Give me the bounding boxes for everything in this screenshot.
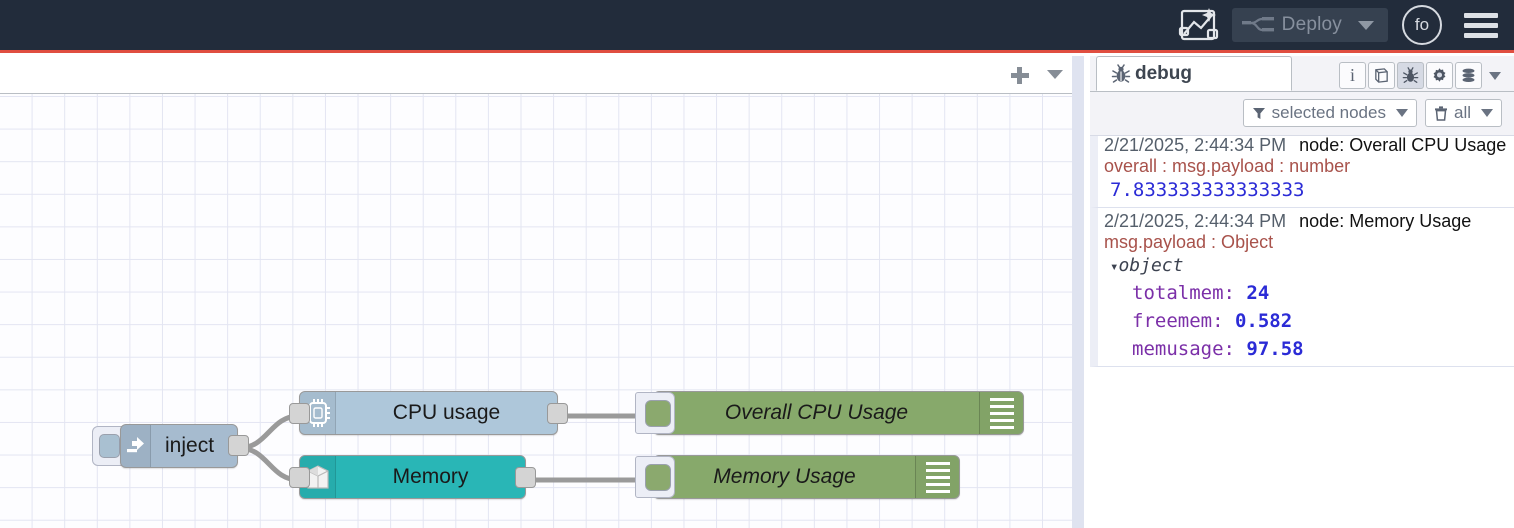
flow-canvas[interactable]: inject (0, 94, 1072, 528)
deploy-label: Deploy (1281, 14, 1342, 35)
debug-lines-icon (979, 392, 1023, 434)
node-output-port[interactable] (228, 435, 249, 456)
chevron-down-icon (1047, 70, 1063, 79)
node-label: Memory (392, 465, 469, 488)
flow-ai-button[interactable] (1174, 6, 1222, 44)
debug-object-property: totalmem: 24 (1132, 282, 1270, 305)
flow-ai-icon (1178, 8, 1218, 41)
node-input-port[interactable] (289, 467, 310, 488)
debug-property-value: 0.582 (1234, 310, 1293, 333)
flow-tab-menu-button[interactable] (1040, 60, 1070, 90)
flow-tab-bar (0, 56, 1084, 94)
chevron-down-icon (1489, 71, 1501, 80)
node-label: Memory Usage (713, 465, 856, 488)
node-output-port[interactable] (547, 403, 568, 424)
add-flow-tab-button[interactable] (1002, 60, 1036, 90)
caret-down-icon: ▾ (1110, 259, 1119, 276)
chevron-down-icon (1481, 109, 1493, 117)
node-input-port[interactable] (289, 403, 310, 424)
debug-node-filter-select[interactable]: selected nodes (1242, 99, 1417, 127)
node-output-port[interactable] (515, 467, 536, 488)
chevron-down-icon[interactable] (1358, 20, 1374, 30)
debug-message-node: node: Overall CPU Usage (1299, 135, 1507, 155)
debug-lines-icon (915, 456, 959, 498)
debug-property-key: totalmem (1132, 282, 1224, 305)
debug-message-list[interactable]: 2/21/2025, 2:44:34 PM node: Overall CPU … (1090, 135, 1514, 528)
debug-clear-label: all (1453, 103, 1471, 122)
debug-property-key: memusage (1132, 338, 1224, 361)
debug-filter-bar: selected nodes all (1090, 92, 1514, 134)
debug-object-property: memusage: 97.58 (1132, 338, 1304, 361)
inject-arrow-icon (121, 425, 151, 467)
bug-icon[interactable] (1397, 62, 1424, 89)
avatar-initials: fo (1414, 15, 1430, 34)
debug-property-value: 97.58 (1246, 338, 1304, 361)
flow-workspace: inject (0, 56, 1084, 528)
debug-message-value: 7.833333333333333 (1110, 178, 1305, 201)
debug-enable-toggle[interactable] (635, 456, 675, 498)
node-label: inject (165, 434, 215, 457)
sidebar-more-tabs-button[interactable] (1484, 62, 1506, 89)
debug-message-topic: overall : msg.payload : number (1104, 156, 1351, 176)
debug-message[interactable]: 2/21/2025, 2:44:34 PM node: Memory Usage… (1090, 207, 1514, 368)
gear-icon[interactable] (1426, 62, 1453, 89)
debug-message-topic: msg.payload : Object (1104, 231, 1274, 252)
deploy-flow-icon (1241, 17, 1274, 32)
bug-icon (1111, 63, 1131, 83)
workspace-divider (1072, 56, 1084, 528)
debug-message-time: 2/21/2025, 2:44:34 PM (1104, 135, 1287, 155)
node-label: CPU usage (392, 401, 501, 424)
debug-object-property: freemem: 0.582 (1132, 310, 1293, 333)
sidebar-tab-bar: debug i (1090, 56, 1514, 92)
sidebar: debug i (1090, 56, 1514, 528)
tab-debug[interactable]: debug (1096, 56, 1292, 91)
info-icon[interactable]: i (1339, 62, 1366, 89)
debug-property-value: 24 (1246, 282, 1270, 305)
funnel-icon (1252, 108, 1265, 119)
debug-enable-toggle[interactable] (635, 392, 675, 434)
app-header: Deploy fo (0, 0, 1514, 53)
debug-message[interactable]: 2/21/2025, 2:44:34 PM node: Overall CPU … (1090, 135, 1514, 208)
node-label: Overall CPU Usage (724, 401, 909, 424)
debug-message-time: 2/21/2025, 2:44:34 PM (1104, 210, 1287, 231)
sidebar-tab-icons: i (1339, 62, 1514, 91)
help-book-icon[interactable] (1368, 62, 1395, 89)
debug-message-node: node: Memory Usage (1299, 210, 1472, 231)
tab-debug-label: debug (1135, 62, 1192, 84)
deploy-button[interactable]: Deploy (1231, 8, 1388, 42)
header-actions: Deploy fo (1174, 5, 1514, 45)
context-data-stack-icon[interactable] (1455, 62, 1482, 89)
debug-clear-select[interactable]: all (1424, 99, 1502, 127)
debug-object-label: object (1118, 255, 1184, 277)
debug-property-key: freemem (1132, 310, 1213, 333)
chevron-down-icon (1395, 109, 1408, 117)
debug-object-expander[interactable]: ▾object (1104, 252, 1510, 276)
debug-node-filter-label: selected nodes (1271, 103, 1386, 122)
avatar[interactable]: fo (1402, 5, 1442, 45)
hamburger-menu-icon[interactable] (1464, 10, 1498, 40)
trash-icon (1434, 105, 1447, 121)
